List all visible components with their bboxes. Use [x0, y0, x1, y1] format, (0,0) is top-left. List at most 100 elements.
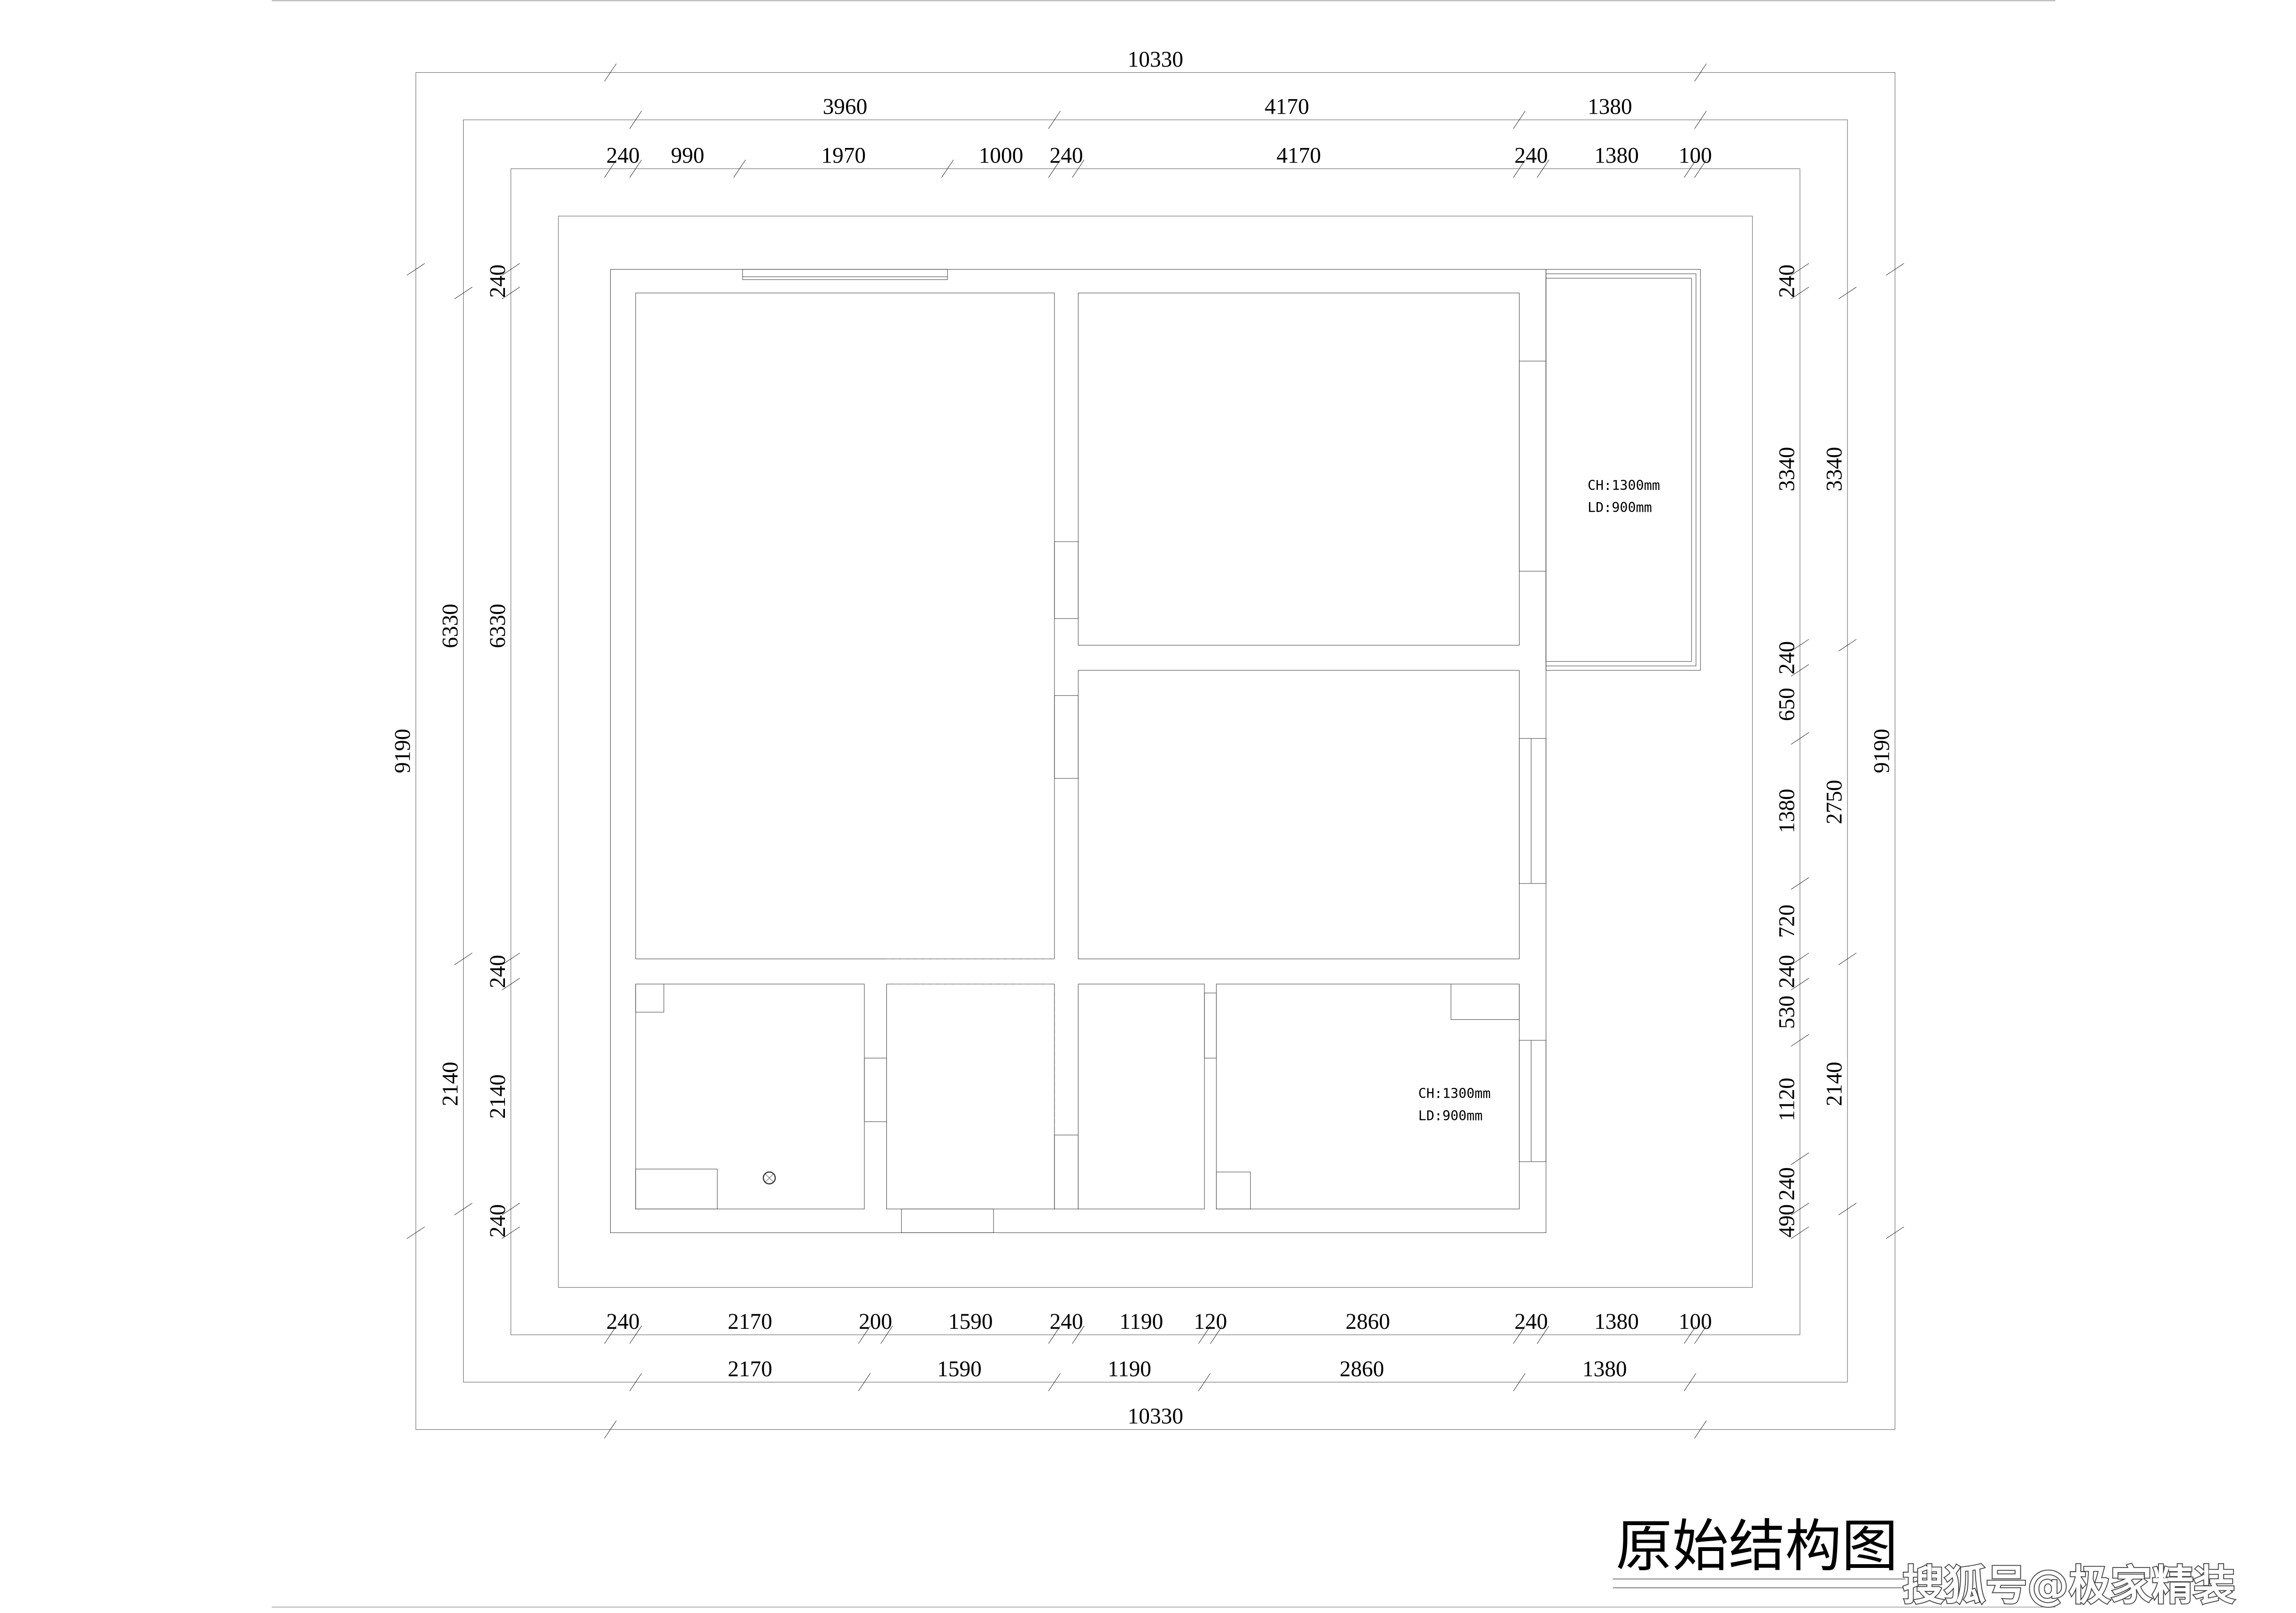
dimension-tick	[1791, 287, 1809, 299]
dimension-tick	[1791, 1203, 1809, 1215]
dimension-label-right-inner: 530	[1775, 995, 1799, 1029]
dimension-label-right-inner: 490	[1775, 1204, 1799, 1238]
dimension-tick	[502, 287, 520, 299]
dimension-tick	[1886, 264, 1904, 275]
dimension-label-right-mid: 2750	[1822, 780, 1846, 824]
dimension-label-left-inner: 6330	[486, 604, 510, 648]
dimension-tick	[1537, 1326, 1549, 1344]
dimension-tick	[605, 63, 616, 81]
room-bedroom-1	[1078, 293, 1519, 645]
balcony-inner-2	[1546, 278, 1691, 661]
dimension-tick	[1684, 1373, 1696, 1391]
dimension-tick	[858, 1373, 870, 1391]
dimension-tick	[1695, 111, 1706, 129]
floor-drain-icon	[762, 1171, 776, 1185]
dimension-tick	[1695, 160, 1706, 178]
dimension-tick	[630, 1373, 642, 1391]
dimension-tick	[1198, 1373, 1210, 1391]
dimension-frames	[416, 72, 1895, 1429]
dimension-tick	[1791, 877, 1809, 889]
bedroom-3-fixture-top	[1451, 984, 1519, 1020]
room-living	[636, 293, 1055, 959]
annotation-bedroom-ld: LD:900mm	[1418, 1108, 1482, 1124]
dimension-label-top-inner: 100	[1679, 144, 1712, 168]
dimension-tick	[1791, 1227, 1809, 1239]
dimension-tick	[1838, 287, 1856, 299]
dimension-label-bottom-inner: 240	[606, 1310, 640, 1334]
dimension-tick	[1791, 953, 1809, 965]
dimension-label-right-inner: 240	[1775, 1167, 1799, 1201]
dimension-label-left-outer: 9190	[391, 729, 415, 773]
dimension-label-right-inner: 1380	[1775, 789, 1799, 833]
dimension-label-left-mid: 2140	[438, 1062, 463, 1106]
dimension-label-bottom-inner: 240	[1050, 1310, 1083, 1334]
room-hallway	[887, 984, 1055, 1209]
dimension-tick	[1537, 160, 1549, 178]
dimension-label-top-inner: 1000	[979, 144, 1024, 168]
dimension-tick	[1048, 1373, 1060, 1391]
drawing-title: 原始结构图	[1616, 1514, 1898, 1579]
dimension-tick	[1210, 1326, 1222, 1344]
dimension-tick	[502, 264, 520, 275]
dimension-tick	[1513, 160, 1525, 178]
dimension-label-left-inner: 2140	[486, 1074, 510, 1118]
dimension-tick	[1791, 732, 1809, 744]
dimension-label-right-inner: 240	[1775, 264, 1799, 298]
dimension-label-top-mid: 1380	[1588, 95, 1632, 119]
dimension-tick	[454, 953, 472, 965]
balcony-inner-1	[1546, 274, 1696, 666]
dimension-tick	[605, 1326, 616, 1344]
dimension-label-bottom-inner: 2170	[728, 1310, 772, 1334]
dimension-tick	[630, 111, 642, 129]
dimension-label-bottom-inner: 120	[1194, 1310, 1227, 1334]
dimension-tick	[1048, 111, 1060, 129]
kitchen-counter-corner	[636, 984, 664, 1012]
dimension-label-right-inner: 3340	[1775, 447, 1799, 491]
dimension-label-top-inner: 240	[1514, 144, 1548, 168]
dimension-tick	[1695, 1326, 1706, 1344]
top-window	[743, 269, 947, 279]
dimension-label-top-inner: 1380	[1594, 144, 1639, 168]
dimension-label-top-inner: 1970	[821, 144, 866, 168]
dimension-tick	[1695, 1420, 1706, 1438]
dimension-label-bottom-outer: 10330	[1128, 1404, 1184, 1429]
dimension-tick	[502, 1203, 520, 1215]
dimension-label-left-inner: 240	[486, 264, 510, 298]
watermark-text: 搜狐号@极家精装	[1902, 1561, 2235, 1610]
dimension-label-bottom-mid: 1590	[937, 1357, 982, 1381]
dimension-tick	[1072, 1326, 1084, 1344]
dimension-label-right-inner: 1120	[1775, 1078, 1799, 1121]
exterior-wall	[610, 269, 1546, 1233]
dimension-tick	[454, 287, 472, 299]
dimension-tick	[502, 978, 520, 990]
balcony-outer	[1546, 269, 1700, 670]
dimension-label-bottom-inner: 1380	[1594, 1310, 1639, 1334]
dimension-label-right-mid: 3340	[1822, 447, 1846, 491]
dimension-label-left-inner: 240	[486, 1204, 510, 1238]
dimension-tick	[942, 160, 954, 178]
dimension-label-top-mid: 3960	[823, 95, 868, 119]
dimension-tick	[407, 264, 425, 275]
dimension-label-right-inner: 240	[1775, 641, 1799, 675]
dimension-label-right-outer: 9190	[1870, 729, 1894, 773]
dimension-label-right-inner: 720	[1775, 905, 1799, 938]
bottom-opening	[901, 1209, 993, 1233]
dimension-tick	[1838, 1203, 1856, 1215]
dimension-tick	[1791, 639, 1809, 651]
dimension-tick	[1513, 1373, 1525, 1391]
dimension-tick	[1791, 264, 1809, 275]
dimension-tick	[1791, 1153, 1809, 1164]
building-walls	[610, 269, 1700, 1233]
dimension-tick	[1886, 1227, 1904, 1239]
dimension-tick	[630, 160, 642, 178]
dimension-tick	[1072, 160, 1084, 178]
dimension-tick	[881, 1326, 892, 1344]
dimension-label-bottom-inner: 100	[1679, 1310, 1712, 1334]
dimension-tick	[1513, 1326, 1525, 1344]
dimension-tick	[1838, 639, 1856, 651]
dimension-label-right-mid: 2140	[1822, 1062, 1846, 1106]
dimension-label-top-inner: 240	[1050, 144, 1083, 168]
dimension-label-top-inner: 990	[671, 144, 704, 168]
dimension-label-left-inner: 240	[486, 955, 510, 988]
